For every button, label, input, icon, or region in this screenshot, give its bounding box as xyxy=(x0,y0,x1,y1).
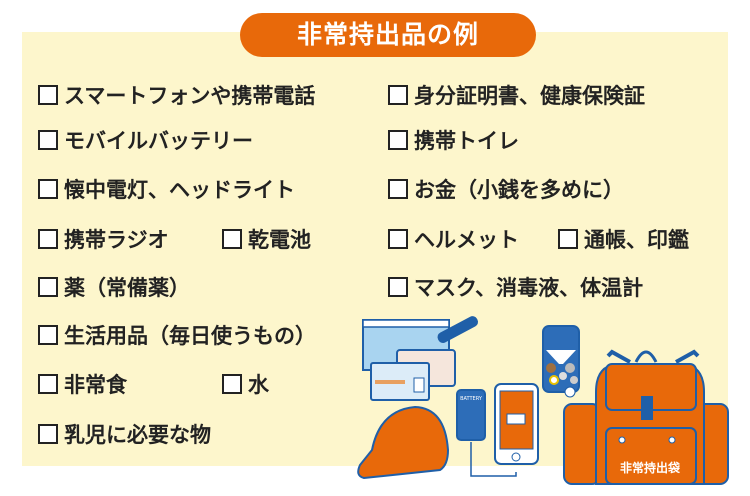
checklist-item[interactable]: ヘルメット xyxy=(388,224,519,254)
checkbox[interactable] xyxy=(38,130,58,150)
bag-label: 非常持出袋 xyxy=(620,460,681,475)
checkbox[interactable] xyxy=(388,229,408,249)
checklist-item[interactable]: 乳児に必要な物 xyxy=(38,419,211,449)
page-title: 非常持出品の例 xyxy=(240,13,536,57)
checklist-item[interactable]: お金（小銭を多めに） xyxy=(388,174,624,204)
emergency-items-illustration: BATTERY 非常持出袋 xyxy=(357,316,729,485)
checkbox[interactable] xyxy=(38,374,58,394)
id-cards-icon xyxy=(362,319,456,401)
checkbox[interactable] xyxy=(38,277,58,297)
checklist-item[interactable]: 薬（常備薬） xyxy=(38,272,190,302)
item-label: ヘルメット xyxy=(414,228,519,252)
checklist-item[interactable]: 非常食 xyxy=(38,369,127,399)
checkbox[interactable] xyxy=(222,374,242,394)
pen-icon xyxy=(437,316,479,343)
checklist-item[interactable]: 水 xyxy=(222,369,269,399)
item-label: 乾電池 xyxy=(248,228,311,252)
checklist-item[interactable]: 携帯トイレ xyxy=(388,125,519,155)
checkbox[interactable] xyxy=(558,229,578,249)
item-label: 携帯ラジオ xyxy=(64,228,169,252)
item-label: 水 xyxy=(248,373,269,397)
checklist-item[interactable]: 身分証明書、健康保険証 xyxy=(388,80,645,110)
checkbox[interactable] xyxy=(388,85,408,105)
checklist-item[interactable]: 懐中電灯、ヘッドライト xyxy=(38,174,295,204)
checklist-item[interactable]: 通帳、印鑑 xyxy=(558,224,689,254)
item-label: 携帯トイレ xyxy=(414,129,519,153)
item-label: 通帳、印鑑 xyxy=(584,228,689,252)
checkbox[interactable] xyxy=(222,229,242,249)
checklist-item[interactable]: 携帯ラジオ xyxy=(38,224,169,254)
item-label: お金（小銭を多めに） xyxy=(414,178,624,202)
checkbox[interactable] xyxy=(388,179,408,199)
item-label: スマートフォンや携帯電話 xyxy=(64,84,316,108)
checkbox[interactable] xyxy=(38,325,58,345)
checkbox[interactable] xyxy=(38,85,58,105)
checkbox[interactable] xyxy=(38,424,58,444)
checklist-item[interactable]: 生活用品（毎日使うもの） xyxy=(38,320,316,350)
battery-label: BATTERY xyxy=(460,396,483,402)
item-label: モバイルバッテリー xyxy=(64,129,253,153)
checkbox[interactable] xyxy=(388,130,408,150)
coin-purse-icon xyxy=(542,325,580,398)
item-label: 身分証明書、健康保険証 xyxy=(414,84,645,108)
item-label: 懐中電灯、ヘッドライト xyxy=(64,178,295,202)
checklist-item[interactable]: マスク、消毒液、体温計 xyxy=(388,272,643,302)
item-label: 薬（常備薬） xyxy=(64,276,190,300)
checklist-item[interactable]: スマートフォンや携帯電話 xyxy=(38,80,315,110)
helmet-icon xyxy=(357,405,450,480)
emergency-bag-icon: 非常持出袋 xyxy=(563,349,729,485)
checkbox[interactable] xyxy=(388,277,408,297)
item-label: 乳児に必要な物 xyxy=(64,423,211,447)
mobile-battery-icon: BATTERY xyxy=(456,389,517,477)
checklist-item[interactable]: モバイルバッテリー xyxy=(38,125,253,155)
checkbox[interactable] xyxy=(38,179,58,199)
item-label: 生活用品（毎日使うもの） xyxy=(64,324,316,348)
item-label: 非常食 xyxy=(64,373,127,397)
checkbox[interactable] xyxy=(38,229,58,249)
checklist-item[interactable]: 乾電池 xyxy=(222,224,311,254)
smartphone-icon xyxy=(494,383,539,465)
item-label: マスク、消毒液、体温計 xyxy=(414,276,644,300)
